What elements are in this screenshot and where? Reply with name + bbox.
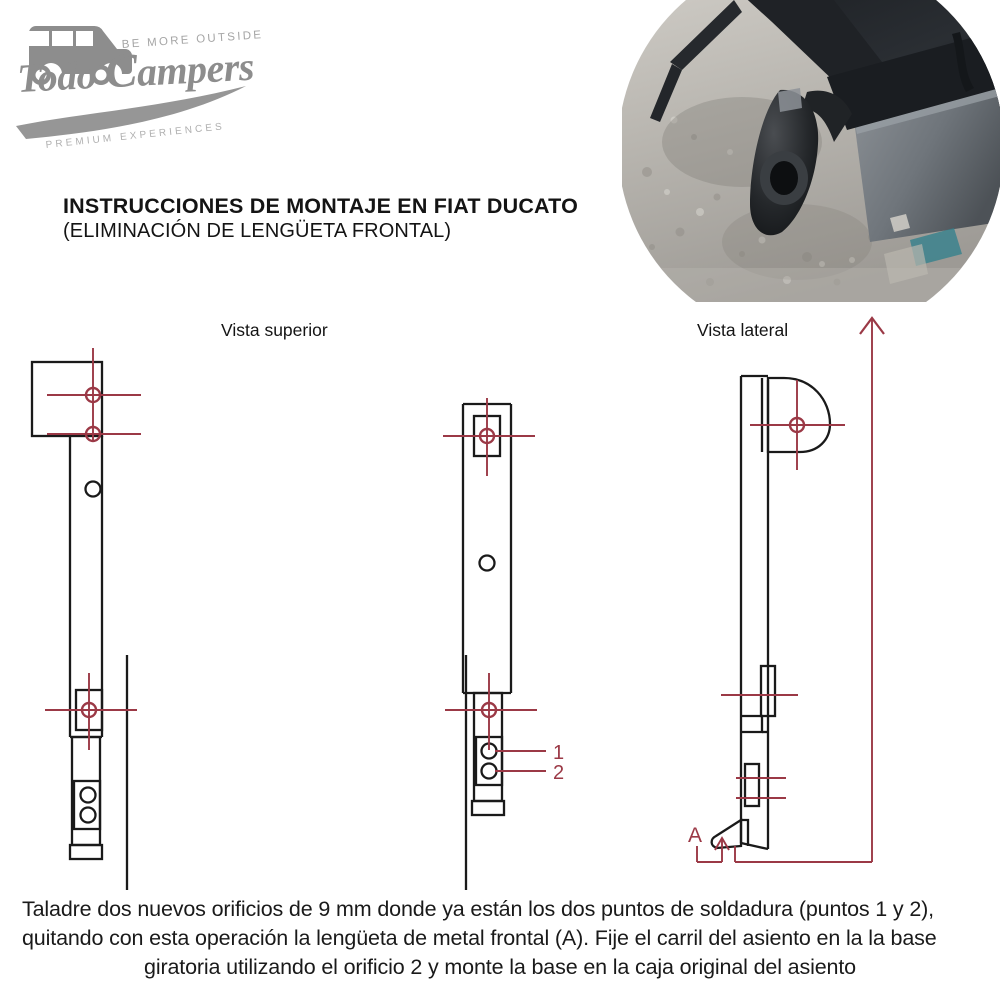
brand-swoosh bbox=[16, 86, 246, 139]
caption-line-3: giratoria utilizando el orificio 2 y mon… bbox=[144, 955, 856, 979]
reference-photo bbox=[622, 0, 1000, 302]
view-label-side: Vista lateral bbox=[697, 320, 789, 340]
page-title-block: INSTRUCCIONES DE MONTAJE EN FIAT DUCATO … bbox=[63, 193, 663, 244]
view-label-top: Vista superior bbox=[221, 320, 328, 340]
top-view-left-rail bbox=[30, 360, 104, 861]
crosshair-left-top-1 bbox=[47, 348, 141, 440]
callout-label-1: 1 bbox=[553, 742, 564, 764]
brand-logo: BE MORE OUTSIDE Todo Campers PREMIUM EXP… bbox=[10, 8, 280, 153]
crosshair-right-top bbox=[443, 398, 535, 476]
reference-photo-svg bbox=[622, 0, 1000, 302]
instruction-caption: Taladre dos nuevos orificios de 9 mm don… bbox=[22, 895, 978, 982]
callout-label-2: 2 bbox=[553, 762, 564, 784]
callout-label-A: A bbox=[688, 824, 702, 847]
dimension-frame bbox=[696, 316, 885, 863]
brand-logo-svg: BE MORE OUTSIDE Todo Campers PREMIUM EXP… bbox=[16, 25, 264, 151]
caption-line-1: Taladre dos nuevos orificios de 9 mm don… bbox=[22, 897, 934, 921]
technical-diagram-svg: 1 2 A bbox=[30, 316, 885, 1000]
crosshair-right-lower bbox=[445, 673, 537, 750]
page-title: INSTRUCCIONES DE MONTAJE EN FIAT DUCATO bbox=[63, 194, 579, 218]
technical-diagram: 1 2 A bbox=[0, 280, 1000, 1000]
camper-van-icon bbox=[24, 25, 132, 85]
top-view-cross-member bbox=[125, 655, 468, 1000]
crosshair-left-lower bbox=[45, 673, 137, 750]
annotation-labels: 1 2 A bbox=[553, 742, 702, 847]
caption-line-2: quitando con esta operación la lengüeta … bbox=[22, 926, 937, 950]
annotation-layer bbox=[45, 316, 885, 863]
page-subtitle: (ELIMINACIÓN DE LENGÜETA FRONTAL) bbox=[63, 220, 452, 242]
crosshair-left-top-2 bbox=[47, 425, 141, 443]
crosshair-side-lug bbox=[750, 380, 845, 470]
